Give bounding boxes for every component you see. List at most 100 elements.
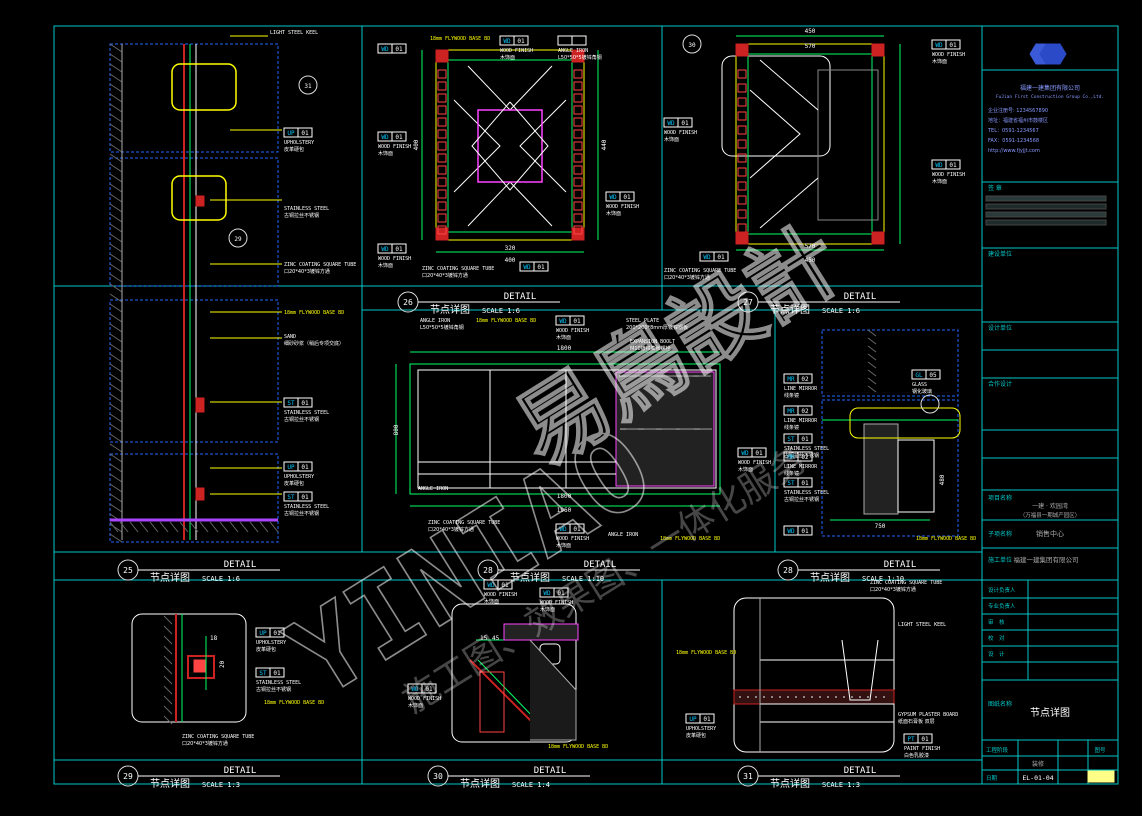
- finish-layer: [573, 201, 583, 211]
- band-texture: [819, 696, 821, 698]
- material-name-cn: 木饰面: [540, 606, 555, 613]
- detail-title: DETAIL: [844, 292, 877, 302]
- stone-texture: [661, 375, 663, 377]
- material-name-cn: 木饰面: [408, 702, 423, 709]
- wall-hatch: [867, 353, 877, 361]
- core: [477, 109, 543, 183]
- finish-layer: [573, 213, 583, 223]
- corner-block: [571, 49, 585, 63]
- column-inner: [447, 59, 573, 233]
- floor-hatch: [199, 521, 209, 533]
- material-name-cn: 古铜拉丝不锈钢: [256, 686, 291, 693]
- wall-hatch: [109, 333, 123, 343]
- floor-hatch: [229, 521, 239, 533]
- material-name-cn: 200*200*8mm厚镀锌钢板: [626, 324, 688, 331]
- contractor-name: 福建一建集团有限公司: [1014, 555, 1079, 564]
- wall-hatch: [163, 615, 173, 625]
- stone-texture: [644, 428, 646, 430]
- wall-hatch: [109, 173, 123, 183]
- wall-hatch: [109, 83, 123, 93]
- material-tag-number: 01: [273, 670, 281, 677]
- titleblock-label: 签 章: [988, 184, 1002, 192]
- steel-trim: [187, 655, 215, 679]
- stamp-bar: [985, 203, 1107, 210]
- material-tag-code: WD: [703, 254, 711, 261]
- band-texture: [851, 696, 853, 698]
- wall-hatch: [109, 413, 123, 423]
- titleblock-role: 专业负责人: [988, 602, 1016, 610]
- material-name: WOOD FINISH: [378, 256, 411, 262]
- material-tag-number: 01: [717, 254, 725, 261]
- material-name: LINE MIRROR: [784, 386, 818, 392]
- company-info: http://www.fjyjjt.com: [988, 148, 1040, 154]
- floor-hatch: [259, 521, 269, 533]
- material-name-cn: 木饰面: [378, 150, 393, 157]
- finish-layer: [437, 153, 447, 163]
- wall-hatch: [867, 361, 877, 369]
- detail-subtitle: 节点详图: [770, 303, 810, 316]
- dimension-value: 20: [219, 660, 226, 668]
- callout-number: 31: [304, 83, 312, 90]
- wall-hatch: [109, 403, 123, 413]
- material-tag-code: WD: [523, 264, 531, 271]
- wall-hatch: [109, 113, 123, 123]
- material-name: EXPANSION BOOLT: [630, 339, 675, 345]
- callout-bubble: [298, 75, 318, 95]
- material-tag-box: [297, 397, 313, 408]
- material-tag-code: WD: [787, 528, 795, 535]
- material-name: WOOD FINISH: [556, 536, 589, 542]
- material-tag-number: 01: [395, 246, 403, 253]
- detail-subtitle: 节点详图: [150, 571, 190, 584]
- material-name-cn: 木饰面: [556, 542, 571, 549]
- stone-texture: [625, 375, 627, 377]
- floor-hatch: [139, 521, 149, 533]
- stage-value: 装修: [1032, 760, 1044, 768]
- section-panel: [821, 329, 959, 397]
- stone-texture: [704, 428, 706, 430]
- wall-hatch: [109, 503, 123, 513]
- band-texture: [875, 696, 877, 698]
- material-tag-number: 05: [929, 372, 937, 379]
- company-name-cn: 福建一建集团有限公司: [1020, 84, 1080, 92]
- detail-scale: SCALE 1:4: [512, 781, 550, 789]
- material-name: 18mm FLYWOOD BASE BD: [476, 318, 536, 324]
- titleblock-label: 工程阶段: [986, 746, 1009, 754]
- callout-box: [849, 407, 961, 439]
- material-tag-box: [269, 627, 285, 638]
- floor-hatch: [149, 521, 159, 533]
- stone-texture: [698, 428, 700, 430]
- material-tag-box: [797, 373, 813, 384]
- material-name-cn: 口20*40*3镀锌方通: [422, 272, 468, 279]
- material-tag-box: [553, 587, 569, 598]
- material-name-cn: 钢化玻璃: [912, 388, 932, 395]
- stone-texture: [694, 428, 696, 430]
- titleblock-role: 审 核: [988, 618, 1005, 626]
- material-name: ZINC COATING SQUARE TUBE: [422, 266, 494, 272]
- material-name: ZINC COATING SQUARE TUBE: [182, 734, 254, 740]
- finish-layer: [573, 153, 583, 163]
- finish-layer: [737, 69, 747, 79]
- stone-texture: [632, 428, 634, 430]
- material-tag-code: WD: [543, 590, 551, 597]
- material-tag-number: 01: [301, 400, 309, 407]
- stone-texture: [708, 428, 710, 430]
- stone-texture: [635, 375, 637, 377]
- material-name: ANGLE IRON: [558, 48, 588, 54]
- sheet-number: EL-01-04: [1022, 774, 1053, 782]
- material-name-cn: L50*50*5镀锌角钢: [558, 54, 602, 61]
- stone-texture: [638, 428, 640, 430]
- material-tag-box: [391, 131, 407, 142]
- detail-subtitle: 节点详图: [770, 777, 810, 790]
- material-name-cn: 木饰面: [500, 54, 515, 61]
- stone-texture: [621, 375, 623, 377]
- finish-layer: [573, 189, 583, 199]
- stone-texture: [642, 428, 644, 430]
- material-tag-code: WD: [935, 42, 943, 49]
- sheet-frame: [53, 25, 1119, 785]
- finish-layer: [737, 209, 747, 219]
- stamp-bar: [985, 195, 1107, 202]
- finish-layer: [479, 671, 505, 733]
- dimension-value: 400: [413, 139, 420, 150]
- material-tag-number: 01: [801, 436, 809, 443]
- mirror-panel: [897, 439, 935, 513]
